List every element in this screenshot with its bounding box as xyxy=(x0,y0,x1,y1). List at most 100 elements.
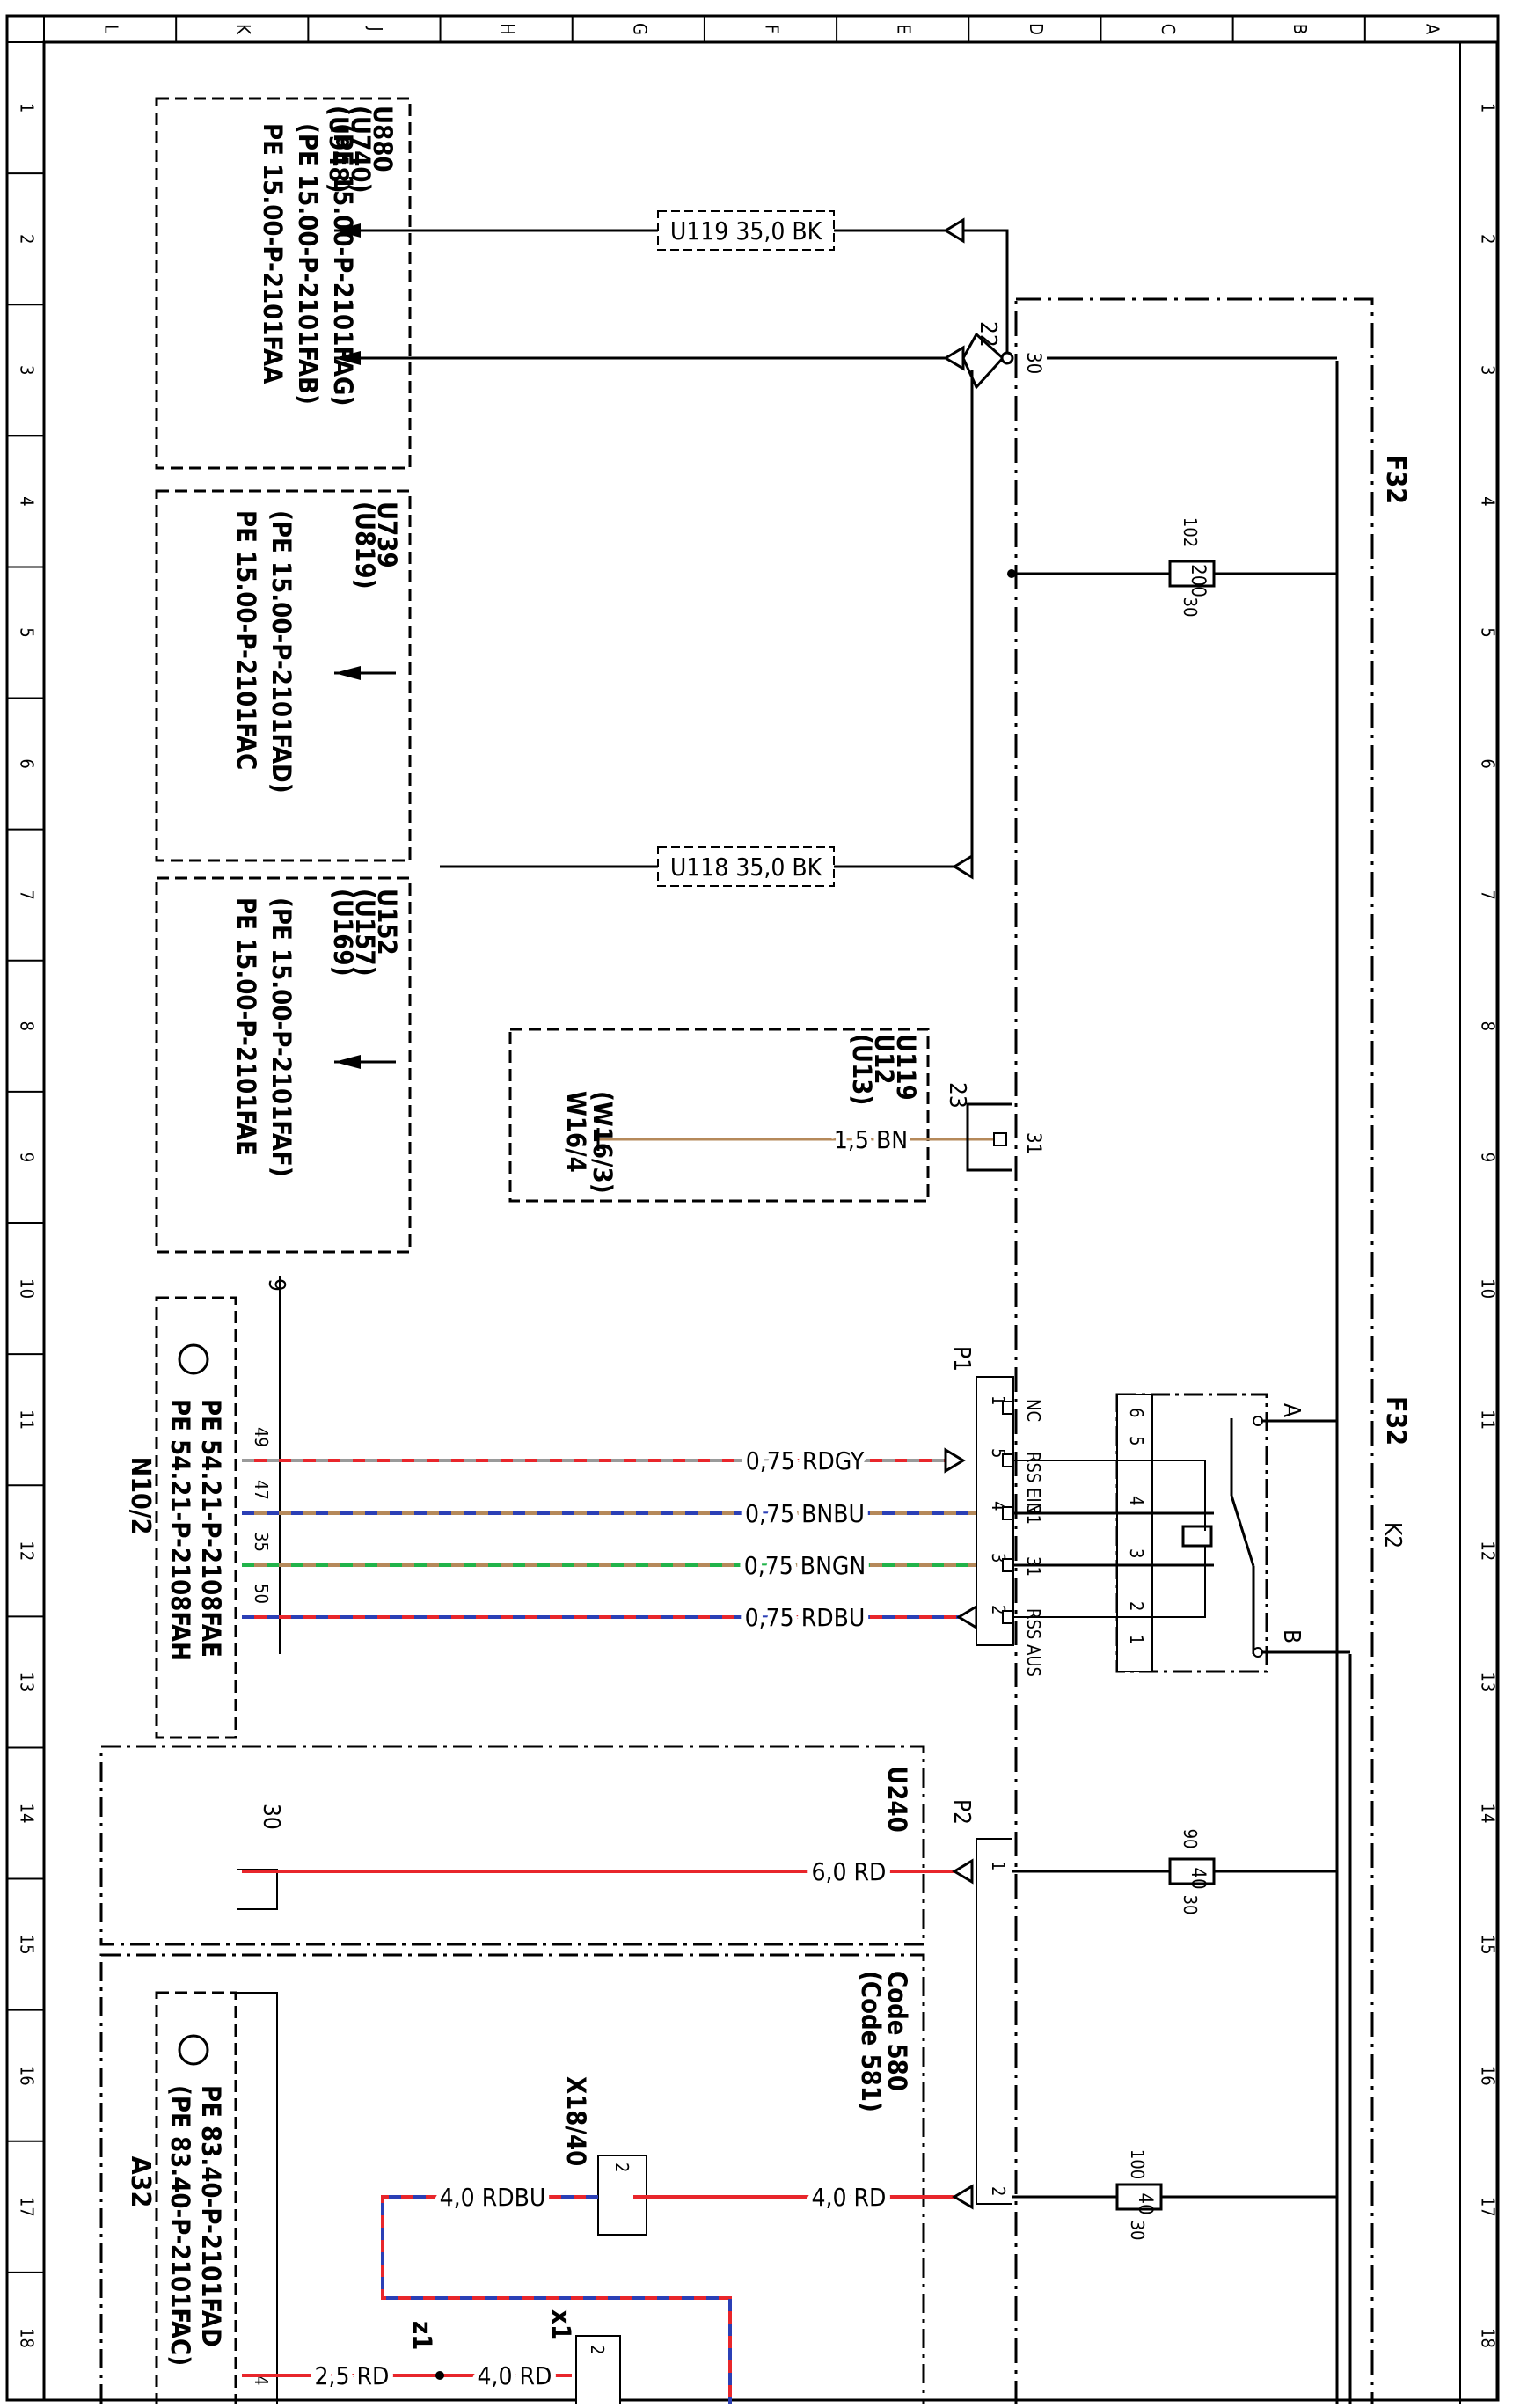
ruler-row-label-right: 17 xyxy=(1478,2197,1499,2217)
fuse90-body xyxy=(1168,1857,1216,1885)
n10-ref-1[interactable]: PE 54.21-P-2108FAH xyxy=(165,1399,195,1661)
connector-arrow xyxy=(952,1858,974,1885)
relay-coil-icon xyxy=(1181,1525,1213,1548)
ruler-row-label: 16 xyxy=(17,2066,38,2086)
ruler-row-label: 17 xyxy=(17,2197,38,2217)
arrow-head xyxy=(334,223,361,238)
ruler-row-label: 4 xyxy=(17,496,38,506)
ruler-row-label-right: 18 xyxy=(1478,2328,1499,2348)
wire-bngn-label: 0,75 BNGN xyxy=(744,1551,866,1580)
u152-code-0: U152 xyxy=(372,889,402,955)
ruler-row-label-right: 9 xyxy=(1478,1153,1499,1162)
n10-pin-50: 50 xyxy=(251,1584,272,1604)
p1-pin-socket xyxy=(1002,1401,1014,1415)
u739-ref-1[interactable]: (PE 15.00-P-2101FAD) xyxy=(267,510,296,794)
fuse90-pin: 30 xyxy=(1180,1895,1201,1915)
ruler-row-label-right: 8 xyxy=(1478,1021,1499,1031)
ruler-row-label: 10 xyxy=(17,1278,38,1299)
wire-rdbu4-stripe xyxy=(381,2195,732,2406)
ruler-row-label: 2 xyxy=(17,234,38,244)
wire-rdbu-label: 0,75 RDBU xyxy=(745,1603,866,1632)
fuse100-rating: 40 xyxy=(1134,2192,1156,2214)
wire-rd25-label: 2,5 RD xyxy=(315,2361,390,2390)
u119-code-2: (U13) xyxy=(847,1034,877,1105)
u152-ref-0[interactable]: PE 15.00-P-2101FAE xyxy=(231,897,261,1156)
p2-connector xyxy=(976,1838,1012,2205)
ruler-col-label: G xyxy=(629,23,650,35)
relay-switch xyxy=(1230,1495,1255,1567)
ruler-row-label-right: 2 xyxy=(1478,234,1499,244)
ruler-col-label: L xyxy=(101,25,122,33)
a32-ref-0[interactable]: PE 83.40-P-2101FAD xyxy=(196,2085,226,2347)
u152-code-1: (U157) xyxy=(350,889,380,977)
ruler-col-label: K xyxy=(233,24,254,35)
x18-pin: 2 xyxy=(611,2163,632,2172)
ruler-row-label-right: 1 xyxy=(1478,103,1499,113)
x1-label: x1 xyxy=(546,2309,576,2340)
connector-arrow xyxy=(952,2184,974,2210)
arrow-head xyxy=(334,1055,361,1069)
relay-pin-num: 4 xyxy=(1126,1496,1147,1505)
wire-label-box xyxy=(657,210,835,251)
pin-node xyxy=(1253,1647,1263,1658)
u152-refs: PE 15.00-P-2101FAE (PE 15.00-P-2101FAF) xyxy=(231,897,296,1177)
u880-ref-1[interactable]: (PE 15.00-P-2101FAB) xyxy=(293,123,323,405)
n10-pin-group: 9 xyxy=(263,1278,289,1292)
p1-pin-socket xyxy=(1002,1558,1014,1572)
u880-codes: U880 (U740) (U948) xyxy=(324,106,398,194)
ruler-col-label: D xyxy=(1026,23,1047,35)
ruler-row-label-right: 15 xyxy=(1478,1935,1499,1955)
u880-code-1: (U740) xyxy=(346,106,376,194)
u739-refs: PE 15.00-P-2101FAC (PE 15.00-P-2101FAD) xyxy=(231,510,296,794)
ruler-row-label: 3 xyxy=(17,365,38,375)
a32-pin-bracket xyxy=(238,1992,278,2406)
connector-23-label: 23 xyxy=(944,1082,970,1109)
fuse102-pin: 30 xyxy=(1180,597,1201,618)
p1-pin-socket xyxy=(1002,1506,1014,1520)
u739-ref-0[interactable]: PE 15.00-P-2101FAC xyxy=(231,510,261,770)
x18-label: X18/40 xyxy=(561,2076,591,2166)
ruler-row-label: 8 xyxy=(17,1021,38,1031)
ruler-row-label-right: 11 xyxy=(1478,1409,1499,1430)
u880-ref-0[interactable]: PE 15.00-P-2101FAA xyxy=(258,123,288,384)
u739-code-1: (U819) xyxy=(350,501,380,589)
ruler-row-label: 12 xyxy=(17,1541,38,1561)
n10-box xyxy=(155,1296,238,1739)
code580-labels: Code 580 (Code 581) xyxy=(856,1971,912,2112)
u739-codes: U739 (U819) xyxy=(350,501,402,589)
u240-box xyxy=(99,1745,925,1946)
p1-label: P1 xyxy=(948,1346,975,1372)
ruler-row-label-right: 3 xyxy=(1478,365,1499,375)
u152-ref-1[interactable]: (PE 15.00-P-2101FAF) xyxy=(267,897,296,1177)
a32-ref-1[interactable]: (PE 83.40-P-2101FAC) xyxy=(165,2085,195,2366)
u119-codes: U119 U12 (U13) xyxy=(847,1034,921,1105)
ruler-row-label: 11 xyxy=(17,1409,38,1430)
u880-ref-2[interactable]: (PE 15.00-P-2101FAG) xyxy=(328,123,358,406)
p1-pin-num: 5 xyxy=(988,1448,1009,1458)
wire-rdbu4-label: 4,0 RDBU xyxy=(440,2183,546,2212)
relay-term-a: A xyxy=(1278,1403,1304,1417)
p2-label: P2 xyxy=(948,1799,975,1825)
n10-ref-0[interactable]: PE 54.21-P-2108FAE xyxy=(196,1399,226,1658)
w16-component[interactable]: W16/4 xyxy=(561,1091,591,1173)
w16-component-alt[interactable]: (W16/3) xyxy=(588,1091,618,1194)
code580-code-1: (Code 581) xyxy=(856,1971,886,2112)
p2-pin-2: 2 xyxy=(988,2186,1009,2196)
ruler-col-label: E xyxy=(894,24,915,33)
pin-31 xyxy=(993,1132,1007,1146)
relay-pin-num: 1 xyxy=(1126,1635,1147,1644)
code580-code-0: Code 580 xyxy=(882,1971,912,2091)
wire-rdgy-label: 0,75 RDGY xyxy=(746,1446,865,1475)
fuse102-body xyxy=(1168,560,1216,588)
fuse90-rating: 40 xyxy=(1187,1867,1209,1889)
ruler-row-label-right: 5 xyxy=(1478,627,1499,637)
ruler-row-label-right: 16 xyxy=(1478,2066,1499,2086)
ruler-row-label-right: 4 xyxy=(1478,496,1499,506)
u240-pin: 30 xyxy=(258,1804,284,1830)
ruler-row-label: 7 xyxy=(17,889,38,899)
n10-pin-49: 49 xyxy=(251,1427,272,1447)
fuse100-pin: 30 xyxy=(1127,2221,1148,2241)
ruler-row-label: 13 xyxy=(17,1672,38,1692)
fuse-box-icon xyxy=(178,2034,209,2066)
